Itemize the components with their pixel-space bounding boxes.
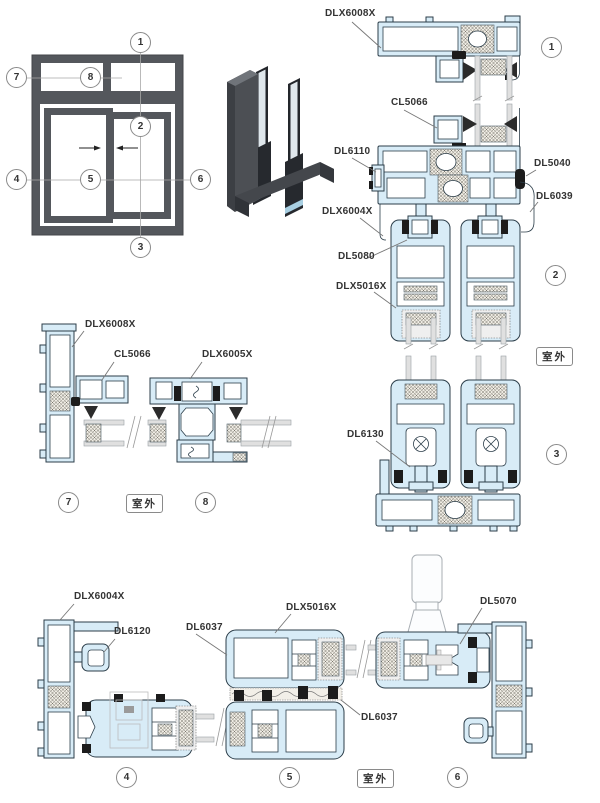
marker-elevation-3: 3 <box>130 237 151 258</box>
profile-3d-photo <box>227 66 334 217</box>
callout-dl6110: DL6110 <box>334 146 371 157</box>
section-4-jamb-plan-detail <box>37 619 231 759</box>
callout-dlx6005x: DLX6005X <box>202 349 253 360</box>
callout-dl5080: DL5080 <box>338 251 375 262</box>
section-7-jamb-detail <box>39 323 142 463</box>
section-5-interlock-plan-detail <box>225 629 379 760</box>
marker-elevation-7: 7 <box>6 67 27 88</box>
section-2-meeting-detail <box>369 145 535 383</box>
callout-dlx6004x-bottom: DLX6004X <box>74 591 125 602</box>
section-6-lock-jamb-plan-detail <box>375 554 533 759</box>
callout-dl5040: DL5040 <box>534 158 571 169</box>
section-1-head-detail <box>377 15 521 102</box>
section-3-sill-detail <box>375 379 521 532</box>
marker-elevation-6: 6 <box>190 169 211 190</box>
callout-dlx6004x-right: DLX6004X <box>322 206 373 217</box>
marker-elevation-1: 1 <box>130 32 151 53</box>
callout-dl6130: DL6130 <box>347 429 384 440</box>
marker-elevation-8: 8 <box>80 67 101 88</box>
callout-cl5066-right: CL5066 <box>391 97 428 108</box>
callout-dl6037-left: DL6037 <box>186 622 223 633</box>
marker-section-7: 7 <box>58 492 79 513</box>
marker-section-3: 3 <box>546 444 567 465</box>
callout-dl6120: DL6120 <box>114 626 151 637</box>
marker-elevation-5: 5 <box>80 169 101 190</box>
callout-dl5070: DL5070 <box>480 596 517 607</box>
outdoor-tag-mid: 室外 <box>126 494 163 513</box>
callout-cl5066-mid: CL5066 <box>114 349 151 360</box>
marker-elevation-2: 2 <box>130 116 151 137</box>
window-handle <box>407 554 447 633</box>
callout-dl6037-right: DL6037 <box>361 712 398 723</box>
callout-dl6039: DL6039 <box>536 191 573 202</box>
section-cl5066-detail <box>433 103 520 151</box>
callout-dlx5016x-right: DLX5016X <box>336 281 387 292</box>
leader-lines <box>59 21 539 716</box>
marker-section-6: 6 <box>447 767 468 788</box>
marker-section-4: 4 <box>116 767 137 788</box>
callout-dlx5016x-bottom: DLX5016X <box>286 602 337 613</box>
marker-section-8: 8 <box>195 492 216 513</box>
outdoor-tag-right: 室外 <box>536 347 573 366</box>
marker-section-2: 2 <box>545 265 566 286</box>
marker-elevation-4: 4 <box>6 169 27 190</box>
callout-dlx6008x-right: DLX6008X <box>325 8 376 19</box>
outdoor-tag-bottom: 室外 <box>357 769 394 788</box>
callout-dlx6008x-mid: DLX6008X <box>85 319 136 330</box>
section-8-interlock-detail <box>147 377 292 463</box>
marker-section-1: 1 <box>541 37 562 58</box>
marker-section-5: 5 <box>279 767 300 788</box>
elevation-diagram <box>17 33 200 248</box>
